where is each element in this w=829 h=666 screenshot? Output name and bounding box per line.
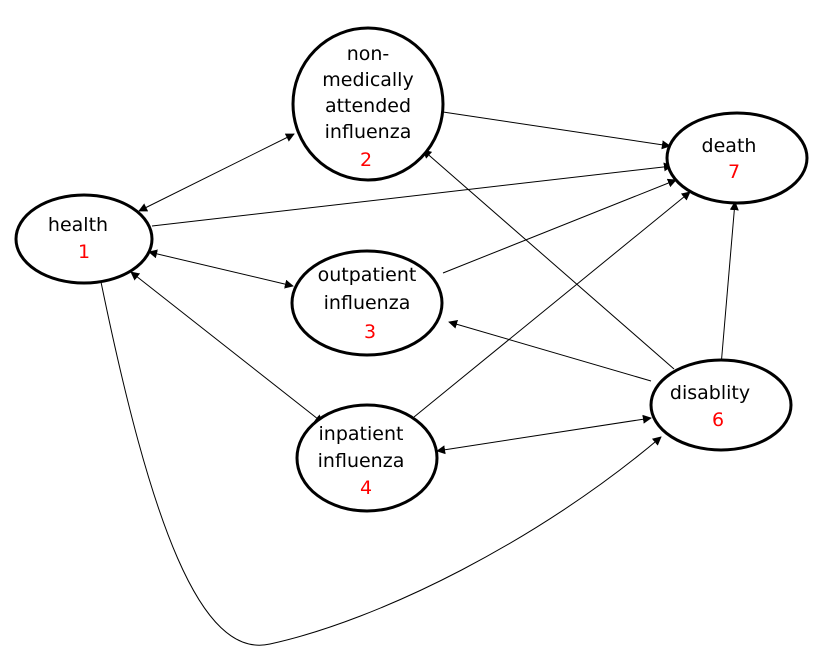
- node-nonmedical-label-line1: non-: [347, 43, 390, 65]
- edge-outpatient-death: [442, 178, 677, 274]
- edge-health-inpatient: [130, 271, 324, 424]
- node-death[interactable]: death 7: [665, 111, 809, 205]
- node-disability[interactable]: disablity 6: [649, 358, 793, 452]
- edge-inpatient-disability: [436, 414, 652, 455]
- node-outpatient-label-line2: influenza: [324, 292, 411, 314]
- edge-health-disability: [100, 281, 662, 646]
- edge-health-nonmedical: [138, 133, 295, 212]
- edge-health-death: [151, 162, 673, 227]
- node-death-label: death: [702, 135, 757, 157]
- node-health-label: health: [48, 214, 108, 236]
- node-nonmedical-label-line4: influenza: [325, 121, 412, 143]
- node-inpatient-influenza[interactable]: inpatient influenza 4: [295, 403, 439, 513]
- node-disability-label: disablity: [670, 382, 750, 404]
- node-inpatient-label-line1: inpatient: [319, 423, 404, 445]
- edge-nonmedical-death: [442, 111, 671, 150]
- node-inpatient-label-line2: influenza: [318, 450, 405, 472]
- edge-disability-outpatient: [448, 319, 652, 382]
- edge-inpatient-death: [413, 191, 691, 418]
- node-outpatient-influenza[interactable]: outpatient influenza 3: [290, 249, 444, 357]
- node-nonmedical-number: 2: [360, 149, 372, 171]
- edge-health-outpatient: [148, 249, 294, 289]
- node-health-number: 1: [78, 241, 90, 263]
- node-nonmedical-label-line2: medically: [322, 69, 413, 91]
- node-disability-number: 6: [712, 409, 724, 431]
- edge-disability-death: [720, 201, 739, 367]
- node-inpatient-number: 4: [360, 477, 372, 499]
- edge-disability-nonmedical: [422, 149, 675, 370]
- node-non-medically-attended-influenza[interactable]: non- medically attended influenza 2: [291, 26, 445, 182]
- node-nonmedical-label-line3: attended: [325, 95, 411, 117]
- node-outpatient-label-line1: outpatient: [318, 264, 417, 286]
- node-death-number: 7: [728, 161, 740, 183]
- node-health[interactable]: health 1: [14, 193, 154, 285]
- node-outpatient-number: 3: [364, 321, 376, 343]
